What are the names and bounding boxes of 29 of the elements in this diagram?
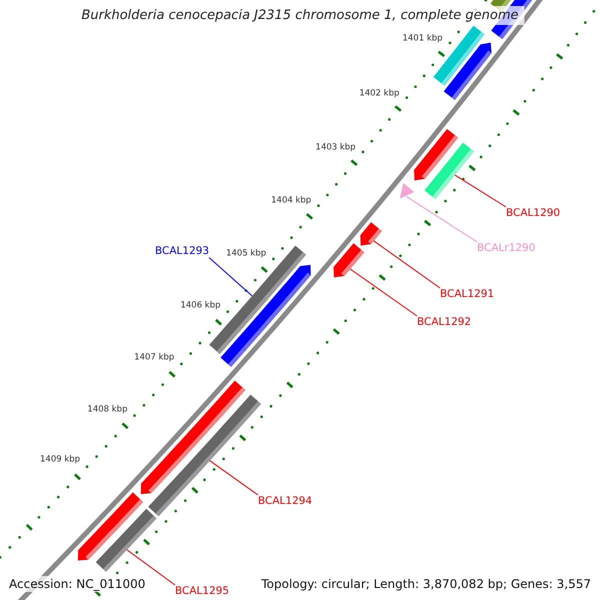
gene-label: BCAL1293 bbox=[155, 245, 210, 258]
gene-segment bbox=[360, 222, 382, 246]
gene-segment bbox=[334, 243, 364, 278]
gene-label: BCAL1295 bbox=[175, 585, 230, 598]
leader-line bbox=[406, 196, 478, 242]
tick-label: 1404 kbp bbox=[271, 196, 312, 206]
gene-label: BCAL1294 bbox=[258, 495, 312, 508]
tick-label: 1405 kbp bbox=[226, 249, 266, 259]
leader-line bbox=[350, 268, 418, 316]
leader-line bbox=[454, 174, 506, 208]
tick-label: 1401 kbp bbox=[402, 34, 443, 44]
tick-label: 1403 kbp bbox=[316, 142, 356, 152]
tick-label: 1402 kbp bbox=[359, 88, 400, 98]
gene-label: BCAL1292 bbox=[417, 316, 472, 329]
tick-label: 1408 kbp bbox=[87, 404, 128, 414]
gene-label: BCAL1290 bbox=[506, 207, 560, 220]
tick-label: 1407 kbp bbox=[134, 354, 174, 363]
leader-line bbox=[373, 240, 440, 288]
gene-label: BCALr1290 bbox=[477, 242, 536, 255]
leader-line bbox=[209, 460, 258, 496]
gene-bar bbox=[96, 508, 156, 572]
gene-bar bbox=[148, 394, 261, 516]
leader-line bbox=[208, 257, 253, 296]
triangle-marker bbox=[400, 183, 414, 198]
tick-label: 1406 kbp bbox=[180, 302, 221, 311]
gene-label: BCAL1291 bbox=[440, 288, 494, 301]
leader-line bbox=[126, 549, 176, 586]
tick-label: 1409 kbp bbox=[40, 456, 80, 466]
gene-bar bbox=[424, 142, 474, 200]
